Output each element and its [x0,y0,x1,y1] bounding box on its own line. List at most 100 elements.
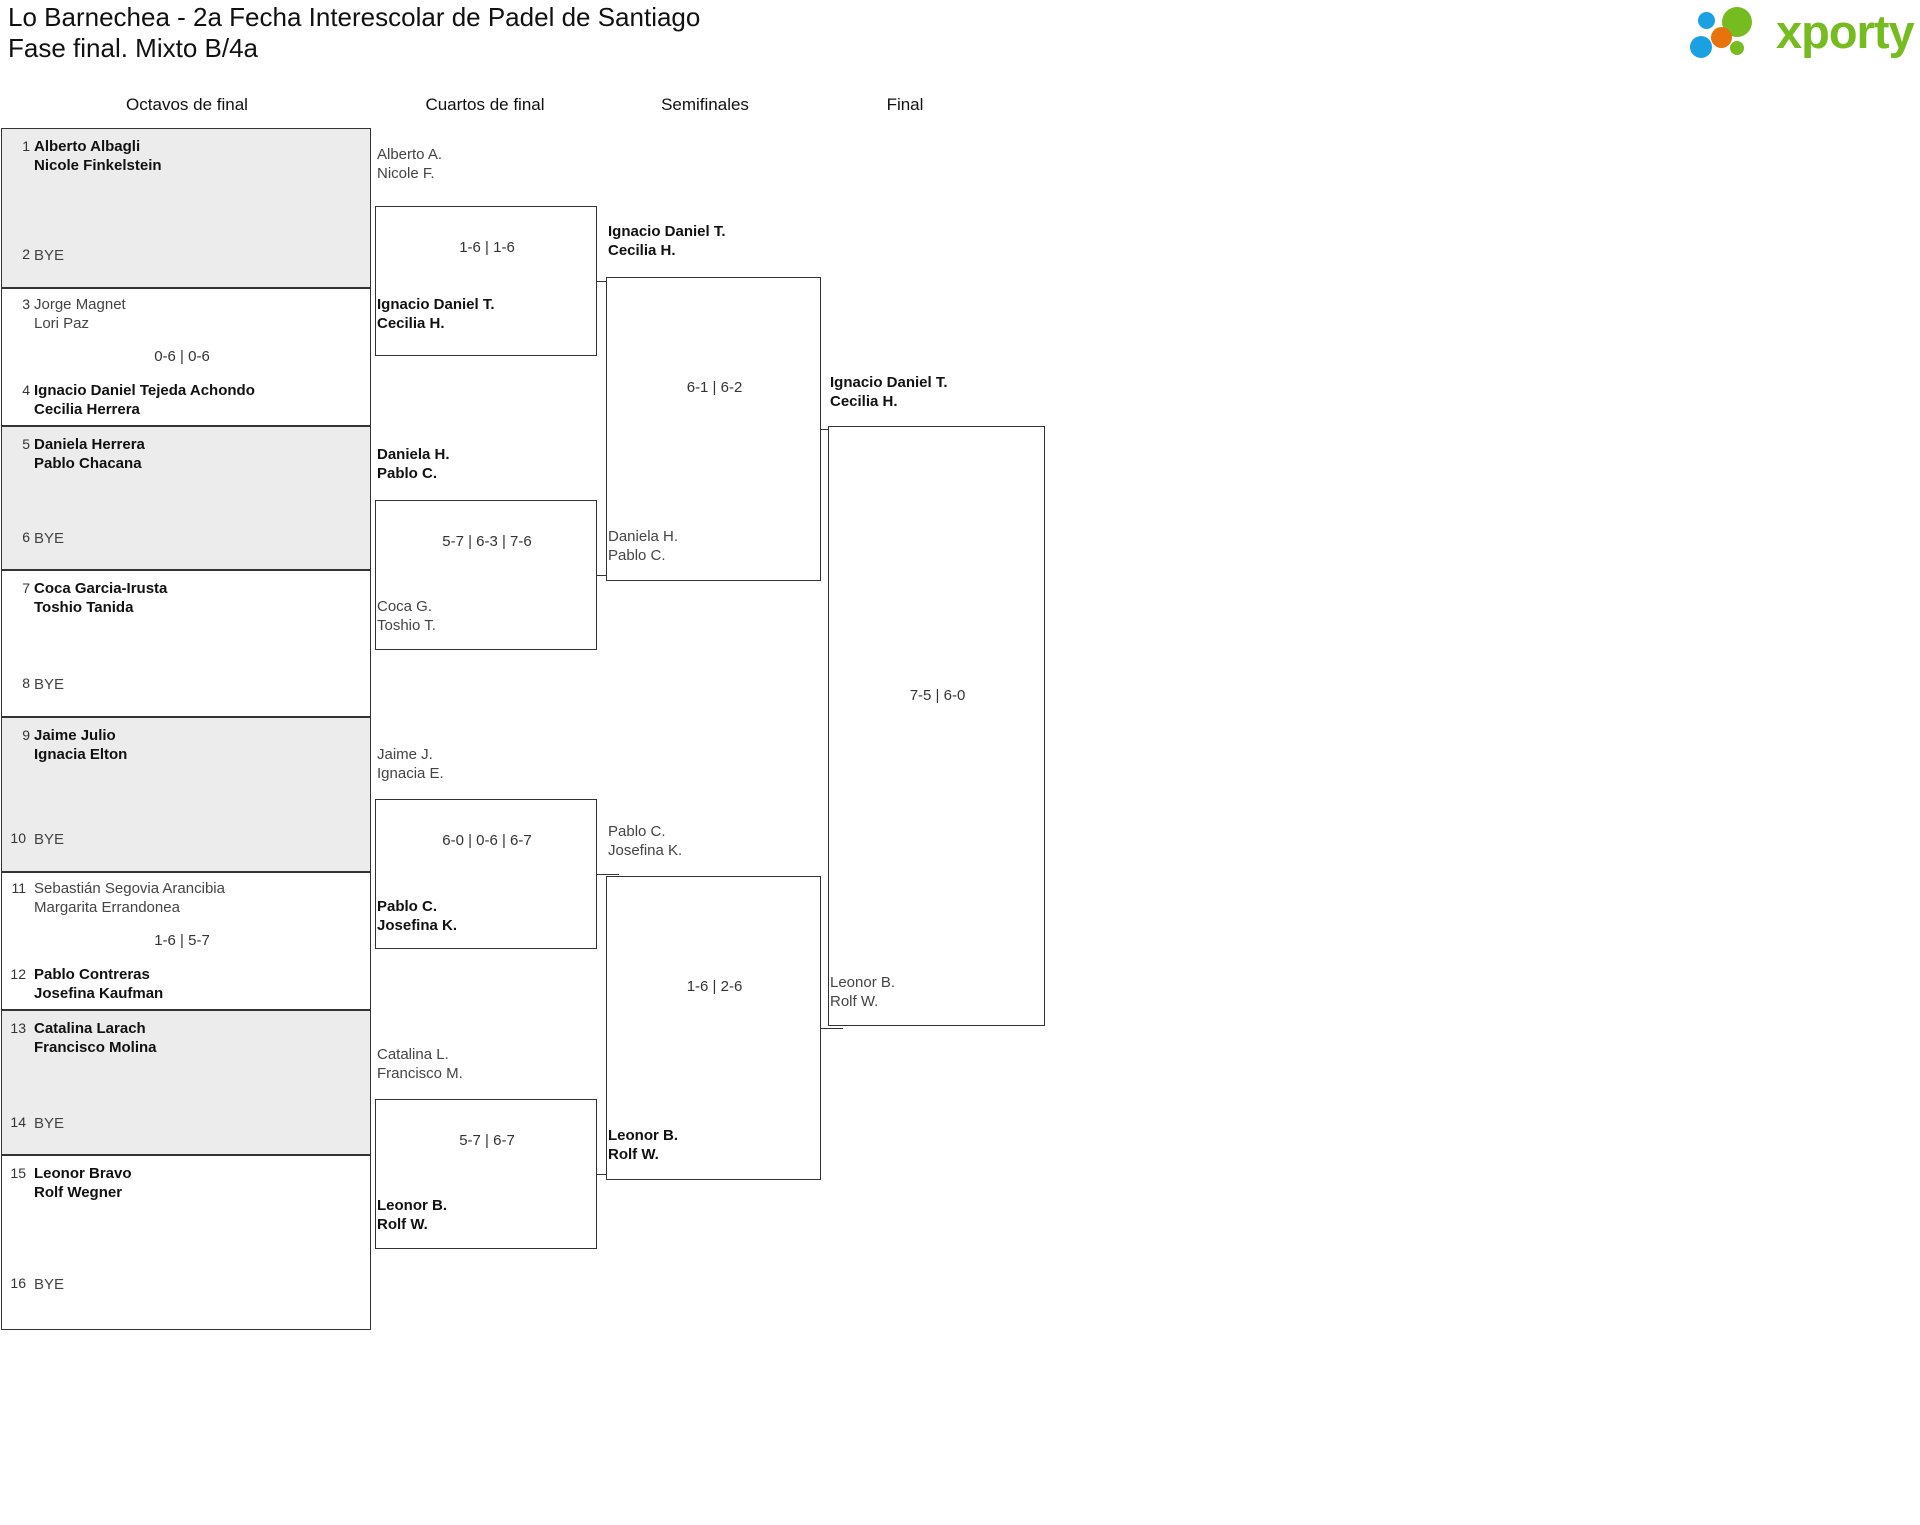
player-line2: Pablo C. [608,547,666,564]
sf-match-box[interactable]: 1-6 | 2-6 [606,876,821,1180]
player-names: Jaime Julio Ignacia Elton [34,726,364,764]
r1-match-box[interactable]: 1 Alberto Albagli Nicole Finkelstein 2 B… [1,128,371,288]
logo-dot-green-small [1730,41,1744,55]
bye-label: BYE [34,530,65,547]
player-line1: Catalina Larach [34,1020,146,1037]
match-score: 1-6 | 5-7 [154,932,210,949]
qf-entry-bottom[interactable]: Coca G. Toshio T. [377,597,436,635]
match-score: 5-7 | 6-3 | 7-6 [442,533,532,550]
r1-match-box[interactable]: 3 Jorge Magnet Lori Paz 0-6 | 0-6 4 Igna… [1,288,371,426]
match-score: 0-6 | 0-6 [154,348,210,365]
sf-entry-bottom[interactable]: Leonor B. Rolf W. [608,1126,678,1164]
logo-dots-icon [1690,6,1776,58]
player-names: Catalina Larach Francisco Molina [34,1019,364,1057]
r1-slot-bottom[interactable]: 12 Pablo Contreras Josefina Kaufman [2,966,370,1006]
bye-label: BYE [34,831,65,848]
player-line1: Daniela H. [608,528,679,545]
final-match-box[interactable]: 7-5 | 6-0 [828,426,1045,1026]
r1-slot-top[interactable]: 15 Leonor Bravo Rolf Wegner [2,1165,370,1205]
match-score: 1-6 | 1-6 [459,239,515,256]
final-entry-bottom[interactable]: Leonor B. Rolf W. [830,973,895,1011]
player-line2: Ignacia E. [377,765,444,782]
qf-entry-top[interactable]: Catalina L. Francisco M. [377,1045,463,1083]
r1-match-box[interactable]: 15 Leonor Bravo Rolf Wegner 16 BYE [1,1155,371,1330]
r1-slot-top[interactable]: 7 Coca Garcia-Irusta Toshio Tanida [2,580,370,620]
qf-entry-top[interactable]: Daniela H. Pablo C. [377,445,450,483]
r1-slot-bottom[interactable]: 6 BYE [2,529,370,569]
r1-slot-top[interactable]: 3 Jorge Magnet Lori Paz [2,296,370,336]
tournament-phase: Fase final. Mixto B/4a [8,33,258,63]
r1-match-box[interactable]: 13 Catalina Larach Francisco Molina 14 B… [1,1010,371,1155]
r1-match-box[interactable]: 11 Sebastián Segovia Arancibia Margarita… [1,872,371,1010]
match-score: 6-1 | 6-2 [686,379,743,396]
qf-entry-top[interactable]: Jaime J. Ignacia E. [377,745,444,783]
seed-number: 16 [10,1275,26,1291]
logo-dot-blue-large [1690,36,1712,58]
r1-slot-bottom[interactable]: 4 Ignacio Daniel Tejeda Achondo Cecilia … [2,382,370,422]
player-names: Sebastián Segovia Arancibia Margarita Er… [34,879,364,917]
seed-number: 11 [11,880,26,896]
qf-match-box[interactable]: 5-7 | 6-3 | 7-6 [375,500,597,650]
match-score: 5-7 | 6-7 [459,1132,515,1149]
r1-match-box[interactable]: 7 Coca Garcia-Irusta Toshio Tanida 8 BYE [1,570,371,717]
player-names: Pablo Contreras Josefina Kaufman [34,965,364,1003]
r1-slot-top[interactable]: 5 Daniela Herrera Pablo Chacana [2,436,370,476]
player-line2: Nicole Finkelstein [34,157,162,174]
seed-number: 6 [22,529,30,545]
player-line1: Daniela Herrera [34,436,145,453]
player-line1: Pablo C. [377,898,438,915]
qf-entry-bottom[interactable]: Leonor B. Rolf W. [377,1196,447,1234]
sf-match-box[interactable]: 6-1 | 6-2 [606,277,821,581]
player-line1: Jaime J. [377,746,433,763]
player-line1: Jorge Magnet [34,296,126,313]
r1-slot-bottom[interactable]: 8 BYE [2,675,370,715]
seed-number: 14 [10,1114,26,1130]
r1-slot-bottom[interactable]: 10 BYE [2,830,370,870]
qf-match-box[interactable]: 1-6 | 1-6 [375,206,597,356]
round-header-octavos: Octavos de final [126,95,248,114]
round-header-final: Final [886,95,924,114]
player-names: Alberto Albagli Nicole Finkelstein [34,137,364,175]
qf-match-box[interactable]: 6-0 | 0-6 | 6-7 [375,799,597,949]
player-line2: Rolf W. [608,1146,659,1163]
r1-slot-top[interactable]: 13 Catalina Larach Francisco Molina [2,1020,370,1060]
r1-slot-top[interactable]: 9 Jaime Julio Ignacia Elton [2,727,370,767]
round-header-semifinales: Semifinales [661,95,749,114]
r1-match-box[interactable]: 9 Jaime Julio Ignacia Elton 10 BYE [1,717,371,872]
final-entry-top[interactable]: Ignacio Daniel T. Cecilia H. [830,373,948,411]
player-line1: Leonor B. [377,1197,447,1214]
player-line1: Leonor B. [830,974,896,991]
player-line2: Francisco M. [377,1065,463,1082]
match-score: 6-0 | 0-6 | 6-7 [442,832,532,849]
qf-entry-bottom[interactable]: Pablo C. Josefina K. [377,897,457,935]
r1-match-box[interactable]: 5 Daniela Herrera Pablo Chacana 6 BYE [1,426,371,570]
player-line1: Coca G. [377,598,433,615]
bye-label: BYE [34,1115,65,1132]
r1-slot-top[interactable]: 11 Sebastián Segovia Arancibia Margarita… [2,880,370,920]
player-line2: Pablo C. [377,465,438,482]
player-line1: Leonor B. [608,1127,678,1144]
sf-entry-bottom[interactable]: Daniela H. Pablo C. [608,527,678,565]
page-title: Lo Barnechea - 2a Fecha Interescolar de … [8,2,1008,64]
qf-entry-bottom[interactable]: Ignacio Daniel T. Cecilia H. [377,295,495,333]
logo-wordmark: xporty [1776,5,1915,58]
player-names: Jorge Magnet Lori Paz [34,295,364,333]
player-line2: Rolf W. [830,993,879,1010]
seed-number: 4 [22,382,30,398]
logo-dot-blue-small [1698,12,1715,29]
qf-match-box[interactable]: 5-7 | 6-7 [375,1099,597,1249]
player-line2: Cecilia H. [377,315,445,332]
r1-slot-bottom[interactable]: 2 BYE [2,246,370,286]
player-line1: Alberto Albagli [34,138,141,155]
qf-entry-top[interactable]: Alberto A. Nicole F. [377,145,442,183]
r1-slot-top[interactable]: 1 Alberto Albagli Nicole Finkelstein [2,138,370,178]
player-line1: Leonor Bravo [34,1165,132,1182]
sf-entry-top[interactable]: Ignacio Daniel T. Cecilia H. [608,222,726,260]
r1-slot-bottom[interactable]: 14 BYE [2,1114,370,1154]
seed-number: 12 [10,966,26,982]
r1-slot-bottom[interactable]: 16 BYE [2,1275,370,1315]
seed-number: 13 [10,1020,26,1036]
seed-number: 2 [22,246,30,262]
sf-entry-top[interactable]: Pablo C. Josefina K. [608,822,682,860]
player-names: Daniela Herrera Pablo Chacana [34,435,364,473]
